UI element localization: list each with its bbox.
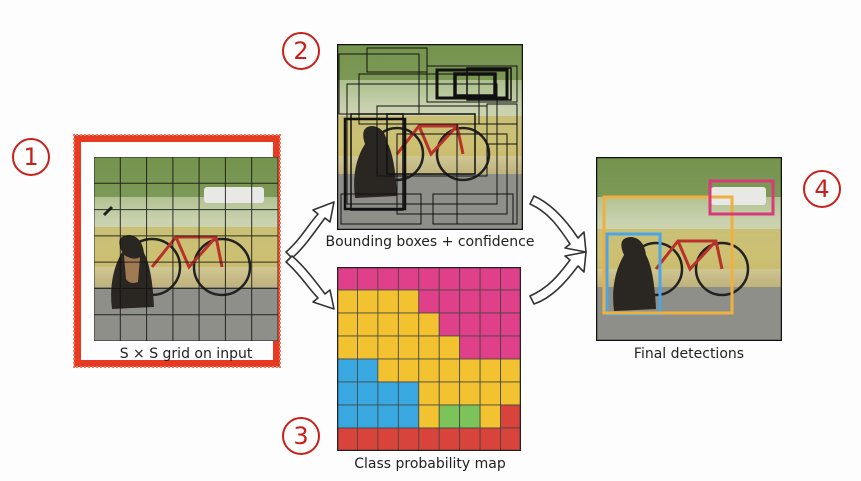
- class-cell-pink: [459, 335, 481, 360]
- bounding-boxes-image: [337, 44, 523, 230]
- class-map-border: [337, 267, 521, 451]
- class-cell-yellow: [377, 335, 399, 360]
- step-number-2: 2: [282, 32, 320, 70]
- class-cell-pink: [479, 312, 501, 337]
- arrow-to-classmap: [285, 255, 335, 310]
- class-cell-blue: [357, 358, 379, 383]
- class-cell-blue: [397, 404, 420, 429]
- input-grid-label: S × S grid on input: [119, 346, 253, 362]
- class-cell-yellow: [459, 381, 481, 406]
- class-cell-yellow: [377, 289, 399, 314]
- class-cell-pink: [377, 267, 399, 291]
- class-cell-pink: [459, 267, 481, 291]
- class-cell-red: [500, 404, 521, 429]
- final-detections-image: [596, 157, 782, 341]
- class-cell-pink: [438, 267, 461, 291]
- arrow-from-classmap: [529, 251, 587, 305]
- final-detections-label: Final detections: [633, 346, 745, 362]
- class-cell-yellow: [500, 381, 521, 406]
- class-cell-blue: [377, 381, 399, 406]
- detection-box-bicycle: [602, 195, 734, 315]
- candidate-boxes: [337, 44, 523, 230]
- class-cell-red: [397, 427, 420, 451]
- class-cell-yellow: [357, 312, 379, 337]
- class-cell-pink: [357, 267, 379, 291]
- step-number-3: 3: [282, 417, 320, 455]
- class-cell-yellow: [337, 289, 358, 314]
- class-map-label: Class probability map: [354, 456, 506, 472]
- class-cell-yellow: [397, 335, 420, 360]
- class-cell-pink: [479, 267, 501, 291]
- class-cell-pink: [500, 312, 521, 337]
- class-cell-yellow: [438, 335, 461, 360]
- class-cell-green: [459, 404, 481, 429]
- class-cell-pink: [479, 335, 501, 360]
- class-cell-red: [438, 427, 461, 451]
- class-cell-pink: [500, 289, 521, 314]
- class-cell-blue: [337, 358, 358, 383]
- class-cell-blue: [357, 381, 379, 406]
- class-cell-yellow: [397, 289, 420, 314]
- class-cell-blue: [337, 404, 358, 429]
- class-cell-red: [500, 427, 521, 451]
- class-cell-yellow: [418, 335, 440, 360]
- class-cell-red: [357, 427, 379, 451]
- class-cell-pink: [459, 289, 481, 314]
- detection-box-car: [708, 179, 775, 216]
- class-cell-yellow: [337, 312, 358, 337]
- class-cell-yellow: [479, 358, 501, 383]
- class-cell-red: [377, 427, 399, 451]
- class-cell-yellow: [418, 312, 440, 337]
- class-cell-red: [459, 427, 481, 451]
- class-cell-pink: [418, 267, 440, 291]
- class-cell-blue: [377, 404, 399, 429]
- class-cell-yellow: [377, 312, 399, 337]
- class-cell-yellow: [357, 335, 379, 360]
- input-grid-panel: [94, 157, 278, 341]
- class-map-panel: [337, 267, 521, 451]
- class-cell-yellow: [377, 358, 399, 383]
- class-cell-yellow: [438, 381, 461, 406]
- class-cell-yellow: [397, 312, 420, 337]
- class-cell-pink: [500, 335, 521, 360]
- class-cell-pink: [397, 267, 420, 291]
- class-cell-yellow: [418, 358, 440, 383]
- class-cell-pink: [438, 289, 461, 314]
- bounding-boxes-label: Bounding boxes + confidence: [325, 234, 535, 250]
- class-cell-pink: [337, 267, 358, 291]
- class-probability-map: [337, 267, 521, 451]
- class-cell-yellow: [418, 381, 440, 406]
- class-cell-blue: [357, 404, 379, 429]
- input-image: [94, 157, 278, 341]
- class-cell-yellow: [479, 404, 501, 429]
- class-cell-blue: [337, 381, 358, 406]
- class-cell-yellow: [397, 358, 420, 383]
- class-cell-yellow: [459, 358, 481, 383]
- class-cell-yellow: [418, 404, 440, 429]
- class-cell-yellow: [500, 358, 521, 383]
- step-number-4: 4: [803, 170, 841, 208]
- class-cell-pink: [459, 312, 481, 337]
- class-cell-pink: [500, 267, 521, 291]
- class-cell-red: [337, 427, 358, 451]
- class-cell-pink: [418, 289, 440, 314]
- class-cell-green: [438, 404, 461, 429]
- class-cell-yellow: [337, 335, 358, 360]
- input-grid-lines: [94, 157, 278, 341]
- class-cell-red: [479, 427, 501, 451]
- class-cell-red: [418, 427, 440, 451]
- class-cell-blue: [397, 381, 420, 406]
- final-detections-panel: [596, 157, 782, 341]
- class-cell-yellow: [438, 358, 461, 383]
- bounding-boxes-panel: [337, 44, 523, 230]
- class-cell-yellow: [479, 381, 501, 406]
- class-cell-pink: [438, 312, 461, 337]
- step-number-1: 1: [12, 138, 50, 176]
- class-cell-pink: [479, 289, 501, 314]
- class-cell-yellow: [357, 289, 379, 314]
